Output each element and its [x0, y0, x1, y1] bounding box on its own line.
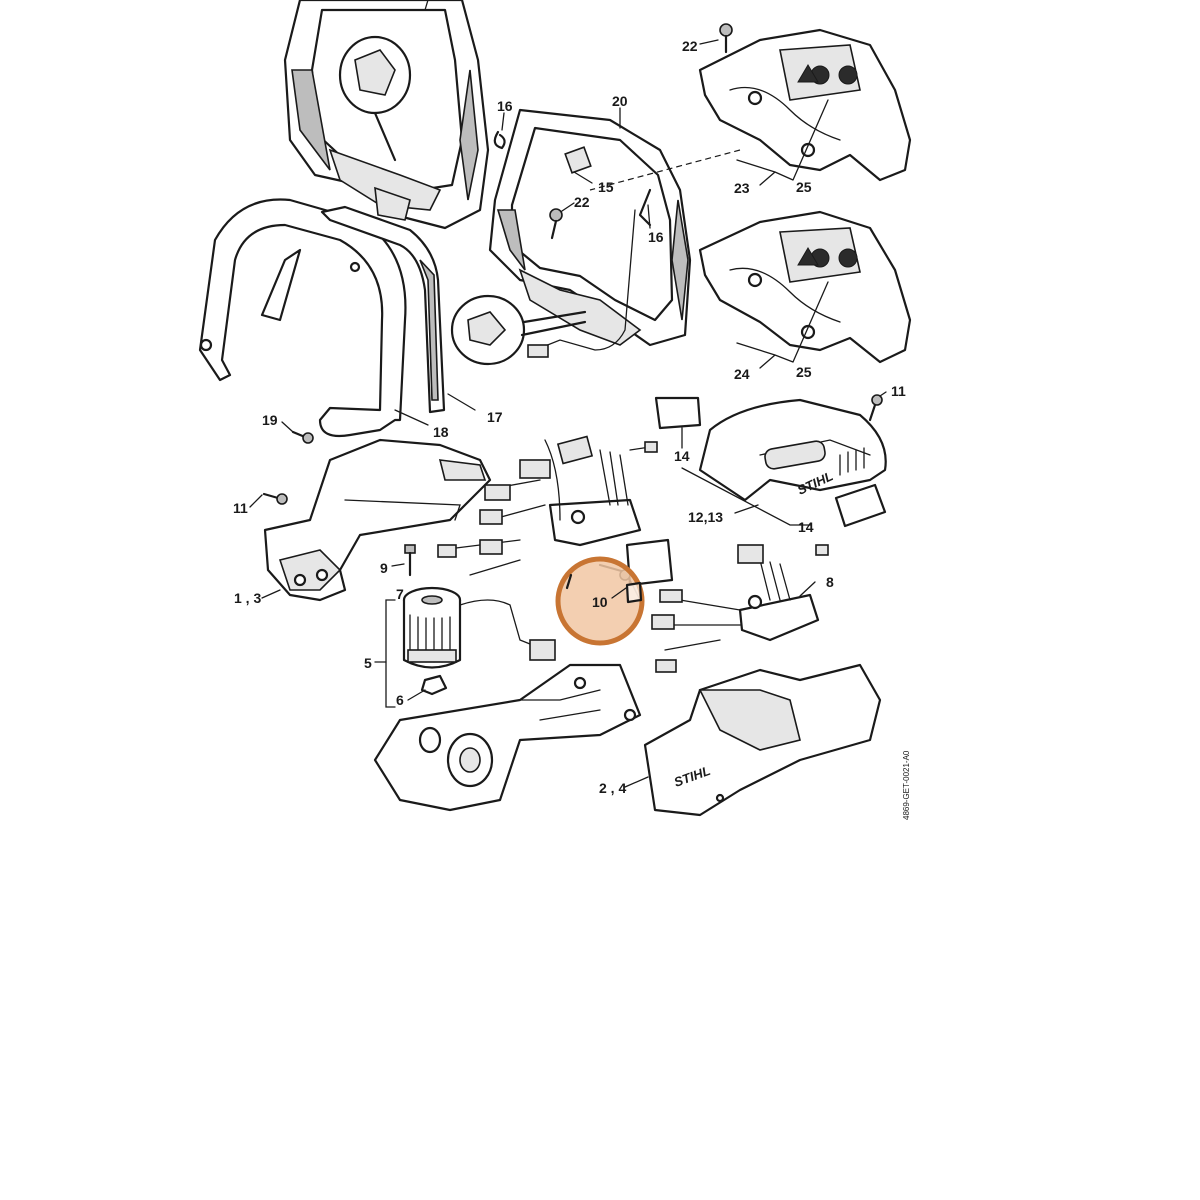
control-electronics — [437, 435, 658, 576]
label-14-upper: 14 — [674, 448, 690, 464]
motor — [402, 586, 556, 669]
callout-labels: 22 16 20 15 22 16 23 25 24 25 11 17 18 1… — [233, 38, 906, 796]
screw-19 — [291, 430, 314, 444]
label-2-4: 2 , 4 — [599, 780, 626, 796]
label-14-lower: 14 — [798, 519, 814, 535]
wire-clip-16 — [493, 130, 506, 150]
label-10: 10 — [592, 594, 608, 610]
label-22-top: 22 — [682, 38, 698, 54]
screw-11-left — [262, 492, 288, 505]
label-25-top: 25 — [796, 179, 812, 195]
label-1-3: 1 , 3 — [234, 590, 261, 606]
label-17: 17 — [487, 409, 503, 425]
label-11-right: 11 — [891, 383, 906, 399]
highlighted-part-detail — [565, 573, 643, 604]
label-12-13: 12,13 — [688, 509, 723, 525]
label-16-top: 16 — [497, 98, 513, 114]
highlight-circle — [555, 556, 645, 646]
label-9: 9 — [380, 560, 388, 576]
screw-22-top — [719, 23, 733, 54]
detail-inset — [450, 294, 587, 366]
label-18: 18 — [433, 424, 449, 440]
label-8: 8 — [826, 574, 834, 590]
electronics-8 — [651, 544, 829, 673]
housing-right: STIHL — [643, 663, 882, 817]
cover-lower — [698, 210, 912, 364]
label-24: 24 — [734, 366, 750, 382]
label-22-mid: 22 — [574, 194, 590, 210]
label-11-left: 11 — [233, 500, 248, 516]
pad-14-upper — [654, 396, 702, 430]
label-20: 20 — [612, 93, 628, 109]
pad-14-lower — [834, 483, 887, 528]
label-16-mid: 16 — [648, 229, 664, 245]
bow-handle — [198, 198, 407, 438]
label-6: 6 — [396, 692, 404, 708]
leader-lines — [249, 0, 887, 788]
motor-cover: STIHL — [698, 398, 887, 502]
drawing-code: 4869-GET-0021-A0 — [902, 750, 911, 820]
rear-handle-frame — [488, 108, 692, 358]
handle-carrier — [320, 205, 446, 414]
screw-9 — [404, 544, 416, 577]
cover-upper — [589, 28, 912, 191]
label-7: 7 — [396, 586, 404, 602]
front-handle-frame — [283, 0, 490, 230]
screw-22-mid — [549, 208, 563, 240]
gear-housing — [373, 663, 642, 812]
housing-left — [263, 438, 492, 602]
label-5: 5 — [364, 655, 372, 671]
label-23: 23 — [734, 180, 750, 196]
coupling-6 — [420, 674, 448, 696]
screw-11-right — [868, 394, 883, 422]
label-15: 15 — [598, 179, 614, 195]
label-25-bottom: 25 — [796, 364, 812, 380]
label-19: 19 — [262, 412, 278, 428]
